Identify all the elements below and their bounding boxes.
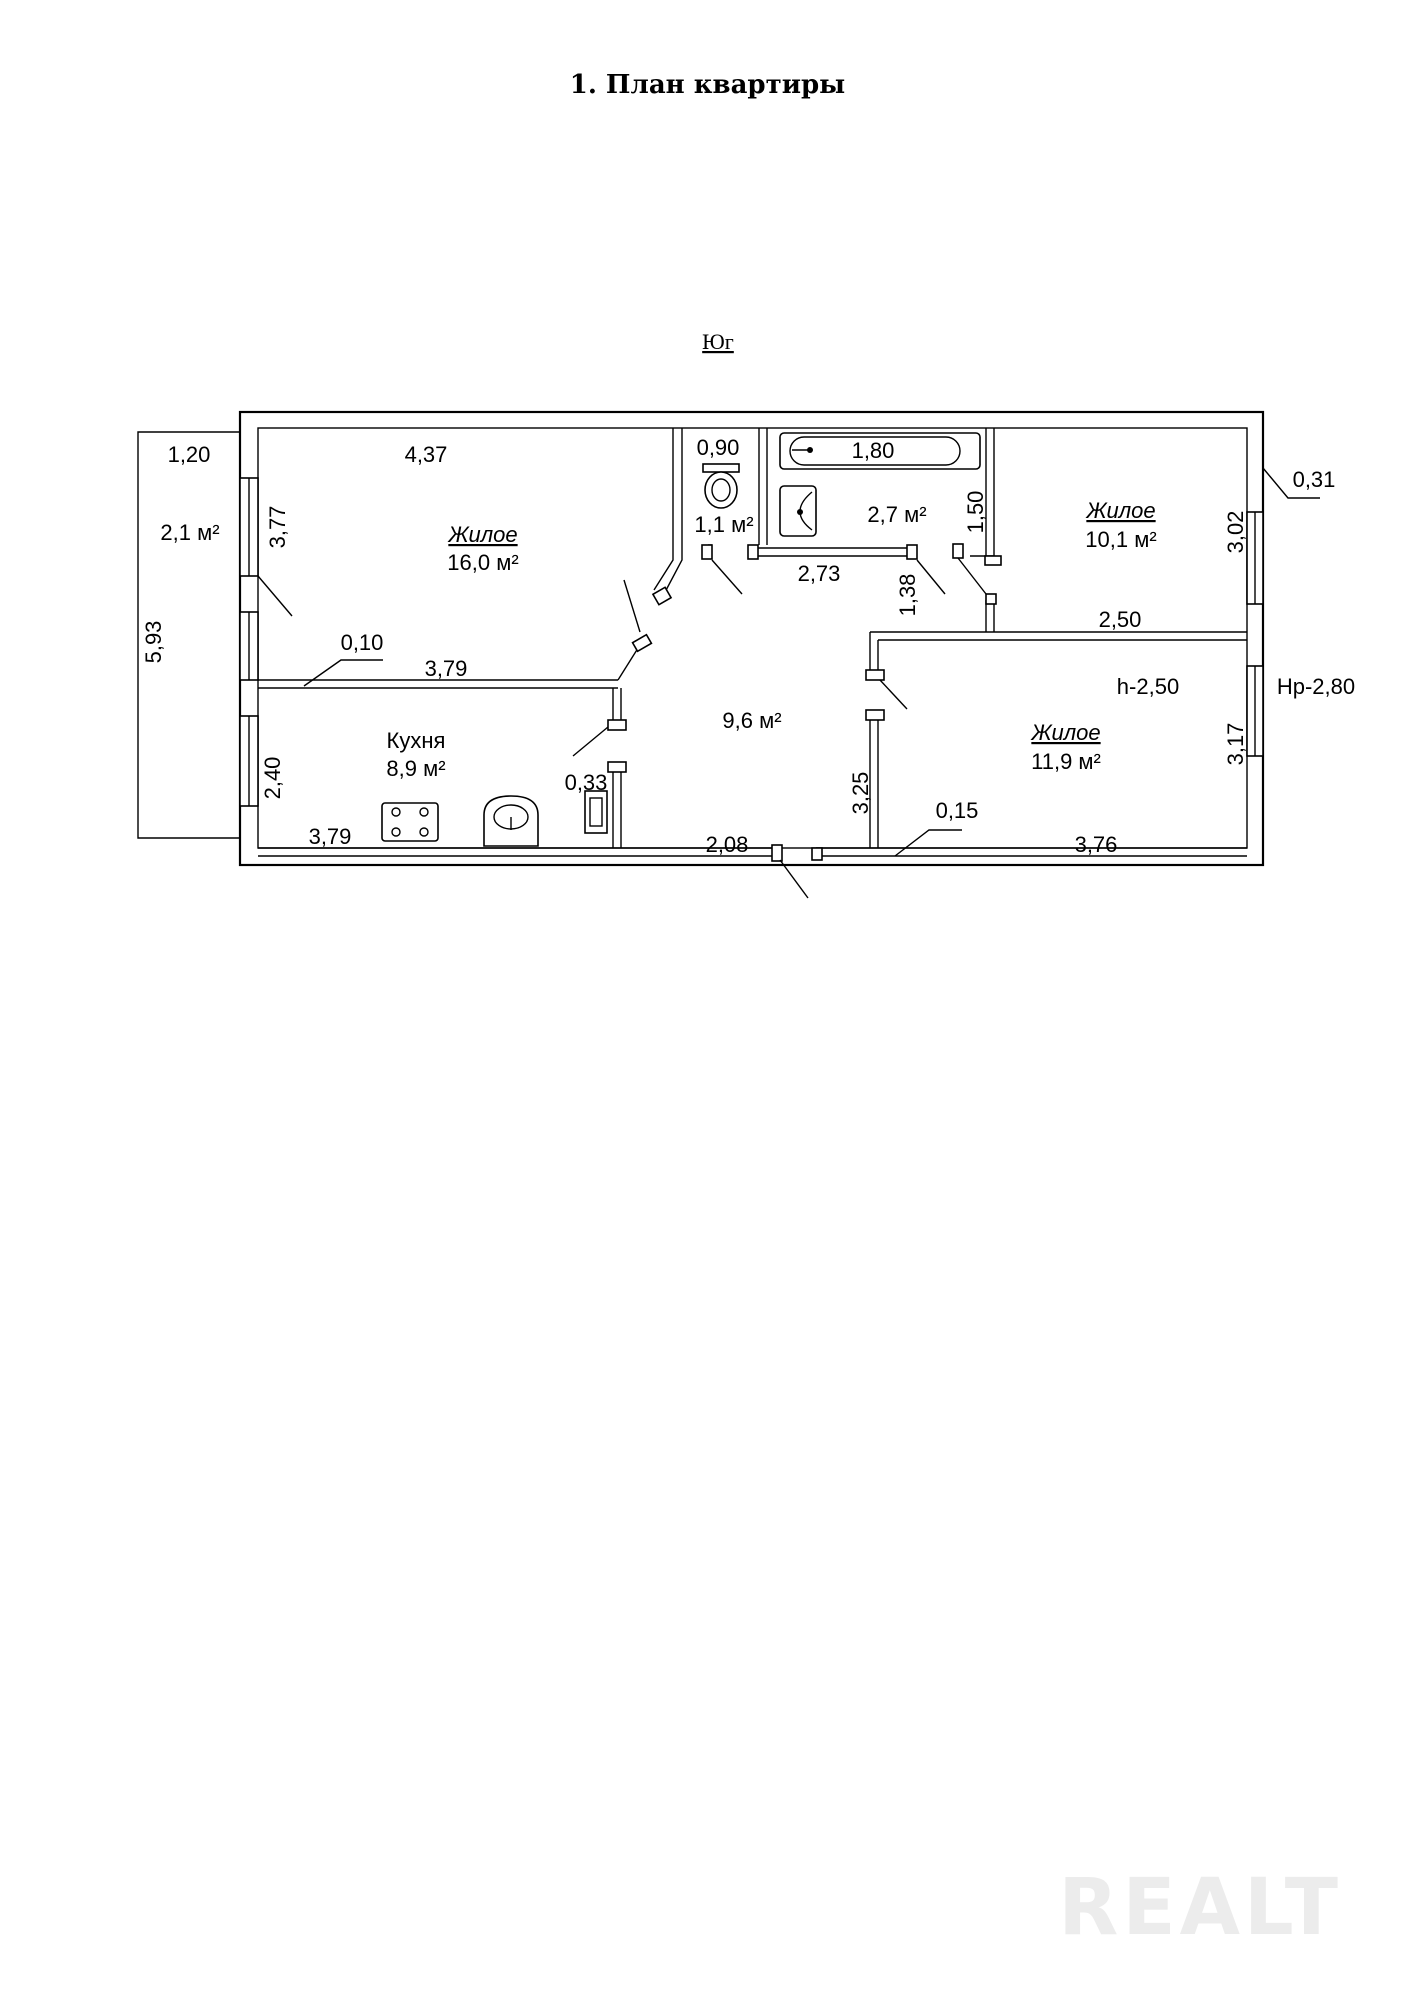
dim-3-79-a: 3,79: [425, 656, 468, 681]
door-jamb-living-b-3: [985, 593, 997, 605]
heater-icon: [584, 790, 608, 834]
watermark-logo: REALT: [1058, 1863, 1342, 1953]
toilet-tank-icon: [702, 463, 740, 473]
door-jamb-entrance-2: [811, 847, 823, 861]
balcony-area: 2,1 м²: [160, 520, 219, 545]
room-living-c-area: 11,9 м²: [1031, 749, 1101, 774]
dim-3-76: 3,76: [1075, 832, 1118, 857]
dim-1-20: 1,20: [168, 442, 211, 467]
dim-3-25: 3,25: [848, 772, 873, 815]
room-living-b-name: Жилое: [1085, 498, 1155, 523]
door-jamb-living-b: [952, 543, 964, 559]
door-jamb-living-a-2: [631, 633, 653, 653]
dim-1-80: 1,80: [852, 438, 895, 463]
balcony-outline: [137, 431, 240, 839]
door-jamb-wc: [701, 544, 713, 560]
door-jamb-bath-b: [906, 544, 918, 560]
dim-3-17: 3,17: [1223, 723, 1248, 766]
room-wc-area: 1,1 м²: [694, 512, 753, 537]
door-living-b: [957, 557, 987, 595]
room-living-a-name: Жилое: [447, 522, 517, 547]
dim-3-79-b: 3,79: [309, 824, 352, 849]
ceiling-height-total: Hp-2,80: [1277, 674, 1355, 699]
dim-5-93: 5,93: [141, 621, 166, 664]
door-jamb-entrance: [771, 844, 783, 862]
door-living-c: [879, 679, 908, 710]
dim-2-73: 2,73: [798, 561, 841, 586]
dim-1-38: 1,38: [895, 574, 920, 617]
dim-2-08: 2,08: [706, 832, 749, 857]
room-kitchen-area: 8,9 м²: [386, 756, 445, 781]
door-jamb-living-c: [865, 669, 885, 681]
door-wc: [711, 559, 743, 595]
door-living-a: [623, 579, 641, 633]
dim-3-02: 3,02: [1223, 511, 1248, 554]
dim-0-90: 0,90: [697, 435, 740, 460]
dim-2-40: 2,40: [260, 757, 285, 800]
outer-wall: [238, 410, 1265, 867]
room-hall-area: 9,6 м²: [722, 708, 781, 733]
room-living-c-name: Жилое: [1030, 720, 1100, 745]
ceiling-height: h-2,50: [1117, 674, 1179, 699]
door-entrance: [779, 859, 809, 899]
room-kitchen-name: Кухня: [387, 728, 446, 753]
balcony-door: [257, 575, 293, 617]
tap-icon: [807, 447, 813, 453]
stove-icon: [381, 802, 439, 842]
door-jamb-kitchen: [607, 719, 627, 731]
dim-1-50: 1,50: [963, 491, 988, 534]
room-living-b-area: 10,1 м²: [1085, 527, 1156, 552]
door-kitchen: [572, 726, 609, 757]
door-jamb-kitchen-2: [607, 761, 627, 773]
door-jamb-living-a: [651, 586, 673, 606]
inner-wall-line: [257, 427, 1248, 849]
door-jamb-living-b-2: [984, 555, 1002, 566]
room-bath-area: 2,7 м²: [867, 502, 926, 527]
door-jamb-bath-a: [747, 544, 759, 560]
dim-2-50: 2,50: [1099, 607, 1142, 632]
bathtub-icon: [779, 432, 981, 470]
dim-4-37: 4,37: [405, 442, 448, 467]
room-living-a-area: 16,0 м²: [447, 550, 518, 575]
dim-0-10: 0,10: [341, 630, 384, 655]
dim-0-15: 0,15: [936, 798, 979, 823]
door-bath: [916, 559, 946, 595]
dim-0-33: 0,33: [565, 770, 608, 795]
orientation-label: Юг: [702, 329, 734, 354]
door-jamb-living-c-2: [865, 709, 885, 721]
toilet-icon: [704, 471, 738, 509]
dim-0-31: 0,31: [1293, 467, 1336, 492]
dim-3-77: 3,77: [265, 506, 290, 549]
page-title: 1. План квартиры: [569, 70, 846, 100]
